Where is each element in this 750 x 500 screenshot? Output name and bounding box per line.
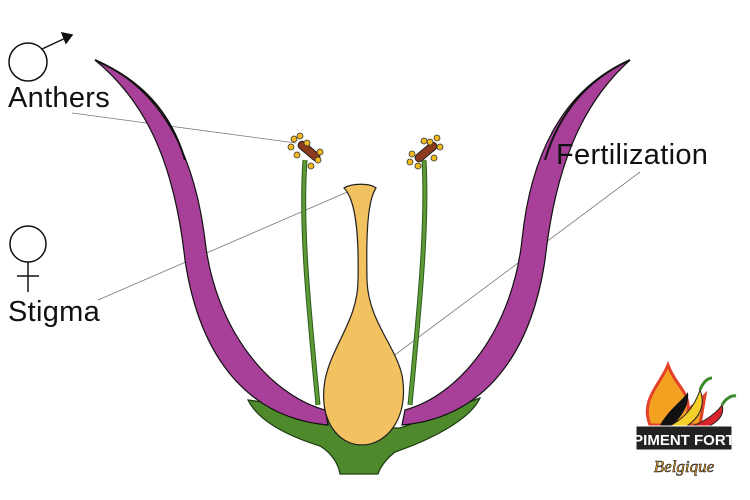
right-filament-inner [408,159,427,406]
stigma-label: Stigma [8,296,101,328]
anthers-pointer-line [71,112,297,144]
fertilization-pointer-line [363,171,641,379]
female-symbol-icon [9,225,47,292]
stigma-pointer-line [97,189,353,301]
left-anther [287,132,324,170]
right-petal [401,59,631,426]
male-symbol-icon [8,31,74,82]
anthers-label: Anthers [8,82,111,114]
piment-fort-logo: PIMENT FORT Belgique [633,360,737,476]
logo-text-line1: PIMENT FORT [633,432,735,449]
left-filament-inner [302,159,320,406]
left-petal [94,59,329,426]
right-petal-edge [544,59,631,161]
pistil [323,183,404,446]
logo-text-line2: Belgique [654,457,715,476]
fertilization-label: Fertilization [556,139,709,171]
right-anther [406,134,444,170]
left-petal-edge [94,59,186,161]
